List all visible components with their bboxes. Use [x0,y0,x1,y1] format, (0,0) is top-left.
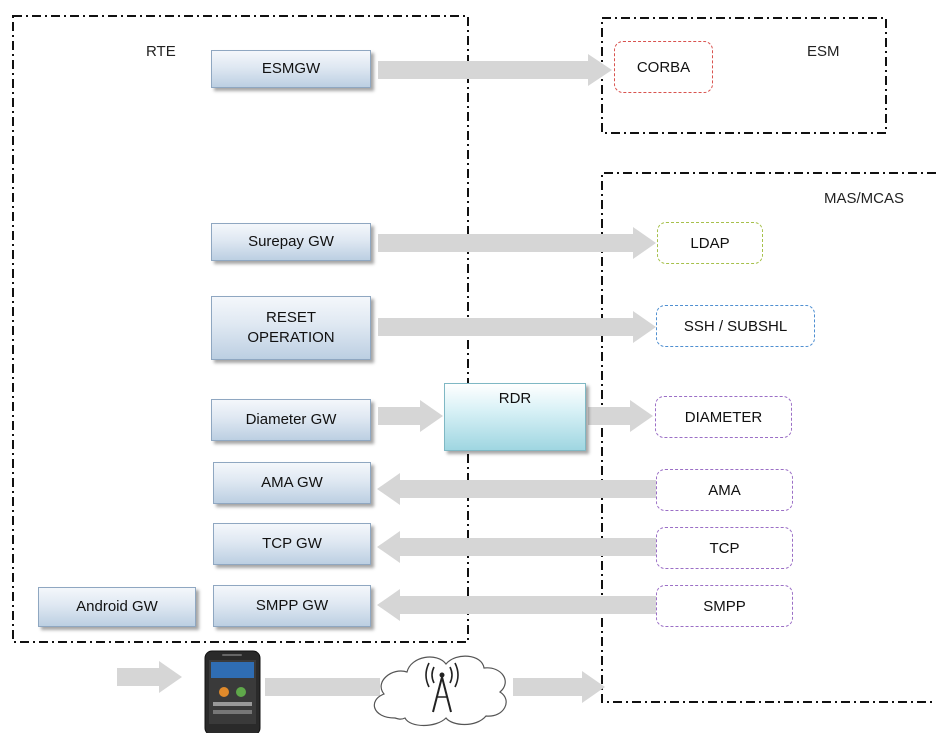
ldap-label: LDAP [690,234,730,252]
mas-zone-label: MAS/MCAS [824,190,905,207]
esm-zone-label: ESM [807,43,840,60]
diameter-gw-box: Diameter GW [211,399,371,441]
ldap-box: LDAP [657,222,763,264]
arrow-surepay-to-ldap [378,227,656,259]
arrow-cloud-to-mas [513,671,605,703]
arrow-ama-to-ama-gw [377,473,656,505]
rdr-box: RDR [444,383,586,451]
diameter-box: DIAMETER [655,396,792,438]
diameter-label: DIAMETER [684,408,763,426]
smpp-gw-box: SMPP GW [213,585,371,627]
tcp-gw-label: TCP GW [262,535,322,552]
corba-label: CORBA [636,58,691,76]
ama-box: AMA [656,469,793,511]
arrow-reset-to-ssh [378,311,656,343]
ama-gw-box: AMA GW [213,462,371,504]
ama-gw-label: AMA GW [261,474,323,491]
ssh-subshl-label: SSH / SUBSHL [683,317,788,335]
arrow-esmgw-to-corba [378,54,612,86]
surepay-gw-label: Surepay GW [248,233,334,250]
android-gw-label: Android GW [76,598,158,615]
ssh-subshl-box: SSH / SUBSHL [656,305,815,347]
reset-operation-line2: OPERATION [247,329,335,346]
reset-operation-line1: RESET [265,309,316,326]
arrow-rdr-to-diameter [588,400,653,432]
tcp-gw-box: TCP GW [213,523,371,565]
esm-zone-boundary [601,17,887,134]
bar-phone-to-cloud [265,678,380,696]
diameter-gw-label: Diameter GW [245,411,337,428]
surepay-gw-box: Surepay GW [211,223,371,261]
mas-zone-boundary [601,172,936,703]
arrow-diameter-gw-to-rdr [378,400,443,432]
tcp-label: TCP [709,539,740,557]
corba-box: CORBA [614,41,713,93]
android-gw-box: Android GW [38,587,196,627]
arrow-into-phone [117,661,182,693]
arrow-tcp-to-tcp-gw [377,531,656,563]
reset-operation-box: RESET OPERATION [211,296,371,360]
smpp-box: SMPP [656,585,793,627]
smartphone-icon [204,650,261,733]
ama-label: AMA [708,481,741,499]
smpp-gw-label: SMPP GW [255,597,329,614]
arrow-smpp-to-smpp-gw [377,589,656,621]
esmgw-box: ESMGW [211,50,371,88]
smpp-label: SMPP [703,597,746,615]
cloud-antenna-icon [373,655,507,727]
rdr-label: RDR [498,390,532,407]
rte-zone-label: RTE [146,43,176,60]
tcp-box: TCP [656,527,793,569]
esmgw-label: ESMGW [261,60,321,77]
